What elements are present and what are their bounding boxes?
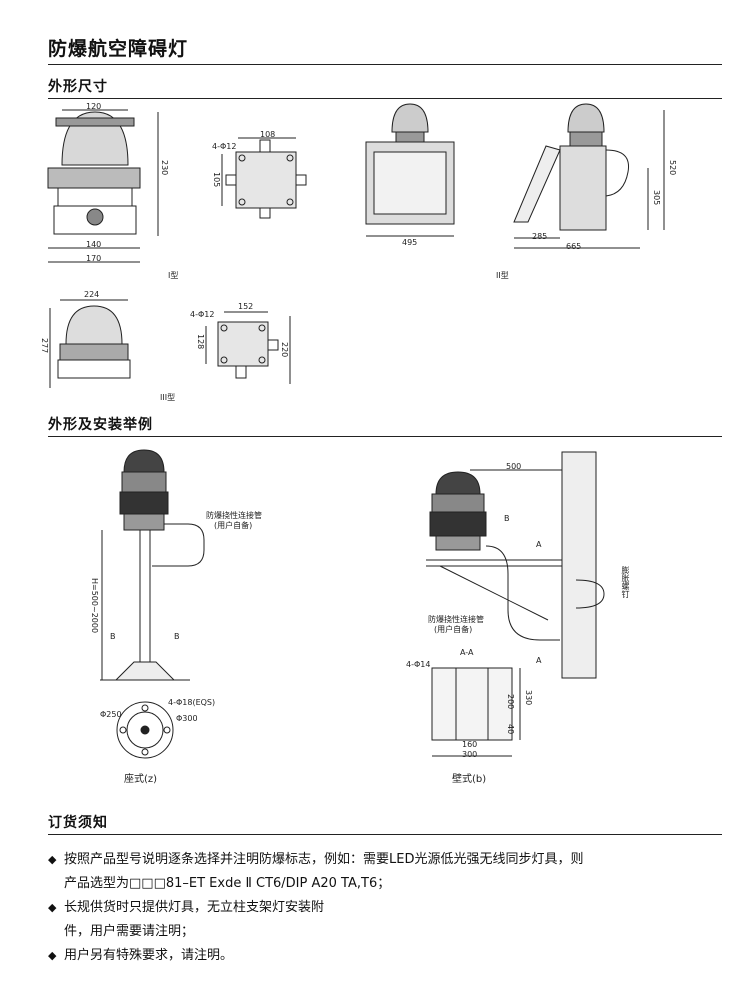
dim-box-w: 108	[260, 130, 276, 139]
pedestal-pipe-label: 防爆挠性连接管	[206, 511, 262, 520]
note-2-line-1: 长规供货时只提供灯具，无立柱支架灯安装附	[64, 900, 325, 915]
pedestal-section-b-right: B	[174, 632, 180, 641]
wall-pipe-label: 防爆挠性连接管	[428, 615, 484, 624]
wall-section-b: B	[504, 514, 510, 523]
wall-section-a-top: A	[536, 540, 542, 549]
type2-front-drawing	[365, 103, 455, 237]
dim-t3-w: 224	[84, 290, 100, 299]
dim-t2-w3: 665	[566, 242, 582, 251]
type2-caption: II型	[496, 271, 509, 280]
pedestal-height-range: H=500~2000	[90, 578, 99, 634]
dim-box-hole: 4-Φ12	[212, 142, 237, 151]
dim-t2-h2: 305	[652, 190, 661, 206]
dim-box2-h2: 220	[280, 342, 289, 358]
wall-aa-label: A-A	[460, 648, 474, 657]
section-install-heading: 外形及安装举例	[48, 417, 153, 433]
wall-holes-label: 4-Φ14	[406, 660, 431, 669]
wall-dim-500: 500	[506, 462, 522, 471]
wall-section-a-bottom: A	[536, 656, 542, 665]
diamond-bullet-icon: ◆	[48, 901, 57, 914]
title-rule	[48, 64, 722, 65]
section-ordering-heading: 订货须知	[48, 815, 108, 831]
dim-t2-w: 495	[402, 238, 418, 247]
note-item-2: ◆ 长规供货时只提供灯具，无立柱支架灯安装附	[48, 896, 728, 920]
flange-d2-label: Φ300	[176, 714, 198, 723]
dim-t2-h: 520	[668, 160, 677, 176]
wall-dim-330: 330	[524, 690, 533, 706]
dim-box2-h: 128	[196, 334, 205, 350]
dim-t3-h: 277	[40, 338, 49, 354]
flange-holes-label: 4-Φ18(EQS)	[168, 698, 216, 707]
note-item-3: ◆ 用户另有特殊要求，请注明。	[48, 944, 728, 968]
type2-side-drawing	[513, 103, 665, 249]
dim-box2-hole: 4-Φ12	[190, 310, 215, 319]
flange-d1-label: Φ250	[100, 710, 122, 719]
pedestal-user-supply: (用户自备)	[214, 521, 253, 530]
pedestal-section-b-left: B	[110, 632, 116, 641]
dim-t1-base: 140	[86, 240, 102, 249]
type1-lamp-drawing	[47, 109, 159, 263]
wall-dim-160: 160	[462, 740, 478, 749]
note-item-1: ◆ 按照产品型号说明逐条选择并注明防爆标志，例如：需要LED光源低光强无线同步灯…	[48, 848, 728, 872]
wall-anchor-label: 膨胀螺钉	[621, 566, 630, 598]
ordering-notes: ◆ 按照产品型号说明逐条选择并注明防爆标志，例如：需要LED光源低光强无线同步灯…	[48, 848, 728, 968]
section-dimensions-heading: 外形尺寸	[48, 79, 108, 95]
type3-caption: III型	[160, 393, 176, 402]
wall-user-supply: (用户自备)	[434, 625, 473, 634]
pedestal-caption: 座式(z)	[124, 774, 158, 785]
section-dimensions-rule	[48, 98, 722, 99]
dim-box-h: 105	[212, 172, 221, 188]
dim-t2-w2: 285	[532, 232, 548, 241]
wall-dim-40: 40	[506, 724, 515, 735]
dim-t1-base2: 170	[86, 254, 102, 263]
note-2-line-2: 件，用户需要请注明；	[64, 924, 195, 939]
dim-t1-height: 230	[160, 160, 169, 176]
type3-lamp-drawing	[49, 299, 131, 388]
note-3-line-1: 用户另有特殊要求，请注明。	[64, 948, 234, 963]
box1-drawing	[221, 137, 307, 219]
dim-box2-w: 152	[238, 302, 254, 311]
box2-drawing	[205, 311, 291, 384]
section-ordering-rule	[48, 834, 722, 835]
wall-mount-drawing	[426, 451, 605, 757]
diamond-bullet-icon: ◆	[48, 949, 57, 962]
note-1-line-1: 按照产品型号说明逐条选择并注明防爆标志，例如：需要LED光源低光强无线同步灯具，…	[64, 852, 584, 867]
type1-caption: I型	[168, 271, 179, 280]
section-install-rule	[48, 436, 722, 437]
pedestal-mount-drawing	[100, 449, 205, 759]
diamond-bullet-icon: ◆	[48, 853, 57, 866]
page-title: 防爆航空障碍灯	[48, 38, 189, 60]
note-1-line-2: 产品选型为□□□81–ET Exde Ⅱ CT6/DIP A20 TA,T6；	[64, 876, 391, 891]
wall-caption: 壁式(b)	[452, 774, 487, 785]
wall-dim-200: 200	[506, 694, 515, 710]
dim-t1-top: 120	[86, 102, 102, 111]
wall-dim-300: 300	[462, 750, 478, 759]
